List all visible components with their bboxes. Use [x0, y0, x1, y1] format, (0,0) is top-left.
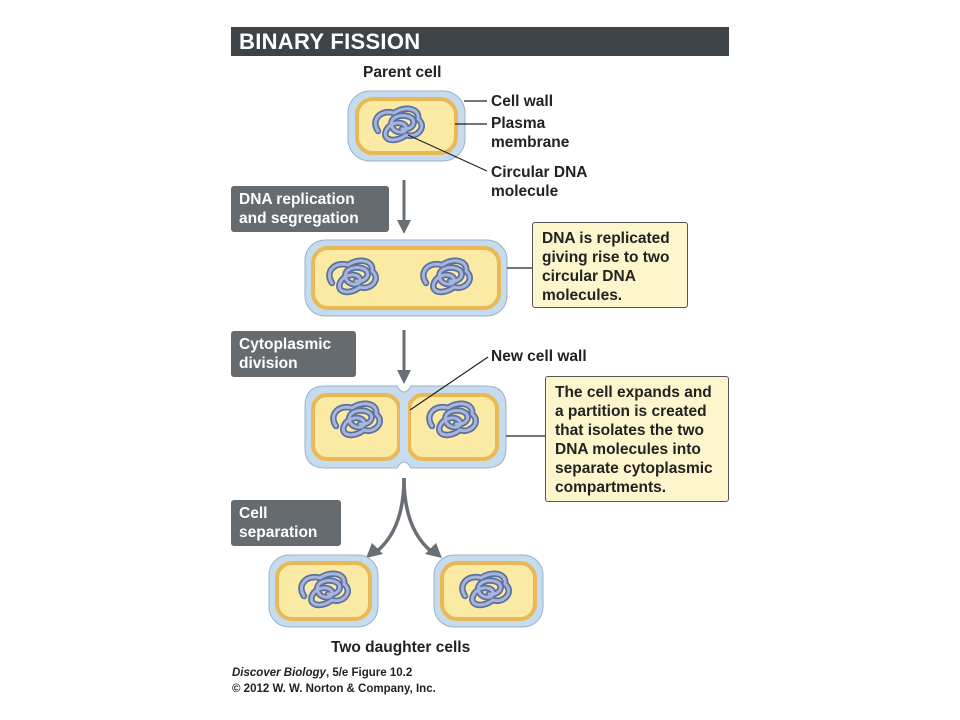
two-daughter-cells-label: Two daughter cells [331, 639, 471, 656]
split-arrow-icon [374, 477, 434, 554]
new-cell-wall-partition [400, 396, 408, 458]
circular-dna-label: Circular DNA molecule [491, 164, 588, 200]
daughter-cell-left [268, 554, 379, 628]
parent-cell-label: Parent cell [363, 64, 442, 81]
dividing-cell [304, 385, 507, 469]
figure-caption: Discover Biology, 5/e Figure 10.2 © 2012… [232, 665, 436, 697]
new-cell-wall-label: New cell wall [491, 348, 587, 365]
step-cell-separation: Cell separation [231, 500, 341, 546]
arrow-down-icon [397, 180, 411, 234]
note-cell-expands: The cell expands and a partition is crea… [545, 376, 729, 502]
caption-figure: , 5/e Figure 10.2 [325, 667, 413, 679]
caption-copyright: © 2012 W. W. Norton & Company, Inc. [232, 683, 436, 695]
caption-book: Discover Biology [232, 667, 326, 679]
arrow-down-icon [397, 330, 411, 384]
step-cytoplasmic-division: Cytoplasmic division [231, 331, 356, 377]
new-wall-leader [409, 356, 489, 411]
parent-cell [347, 90, 466, 162]
figure-title: BINARY FISSION [231, 27, 729, 56]
arrowhead-left-icon [366, 543, 383, 558]
step-dna-replication: DNA replication and segregation [231, 186, 389, 232]
daughter-cell-right [433, 554, 544, 628]
plasma-membrane-label: Plasma membrane [491, 115, 570, 151]
cell-wall-label: Cell wall [491, 93, 554, 110]
arrowhead-right-icon [425, 543, 442, 558]
parent-leader-lines [407, 100, 488, 172]
note-dna-replicated: DNA is replicated giving rise to two cir… [532, 222, 688, 308]
elongated-cell [304, 239, 508, 317]
